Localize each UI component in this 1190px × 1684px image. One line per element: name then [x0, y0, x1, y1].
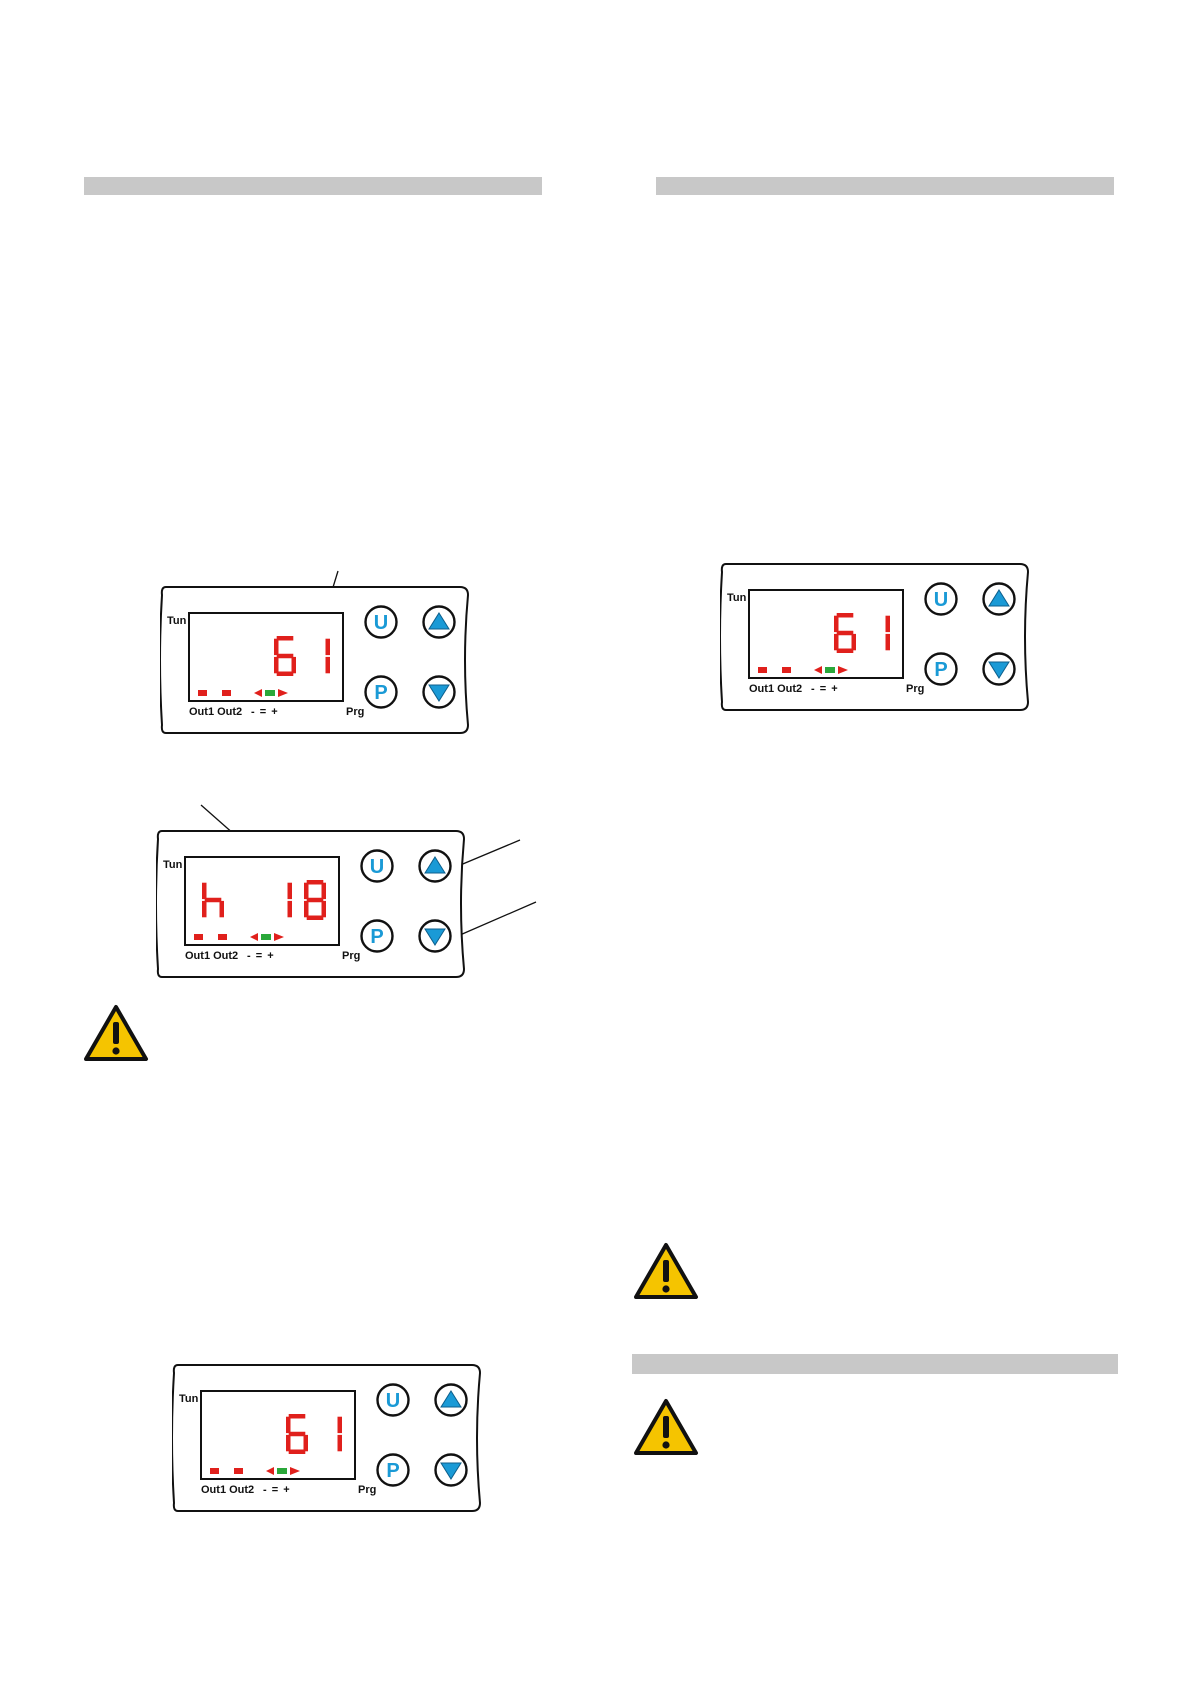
- p-button[interactable]: P: [360, 919, 394, 953]
- outputs-label: Out1 Out2: [749, 683, 803, 695]
- deviation-indicator: [814, 666, 848, 674]
- prg-label: Prg: [358, 1484, 377, 1496]
- out1-indicator: [198, 690, 207, 696]
- svg-text:P: P: [374, 682, 387, 704]
- controller-panel-1: Tun 61 Out1 Out2 - = + Prg U P: [160, 585, 470, 735]
- arrow-up-icon: [418, 849, 452, 887]
- outputs-label: Out1 Out2: [185, 950, 239, 962]
- outputs-label: Out1 Out2: [201, 1484, 255, 1496]
- led-display: 61: [200, 1390, 356, 1480]
- arrow-down-icon: [982, 652, 1016, 690]
- arrow-up-icon: [982, 582, 1016, 620]
- deviation-label: - = +: [811, 683, 839, 695]
- deviation-indicator: [250, 933, 284, 941]
- up-button[interactable]: [982, 582, 1016, 616]
- out2-indicator: [222, 690, 231, 696]
- up-button[interactable]: [434, 1383, 468, 1417]
- down-button[interactable]: [982, 652, 1016, 686]
- svg-text:P: P: [370, 926, 383, 948]
- u-button[interactable]: U: [376, 1383, 410, 1417]
- out1-indicator: [194, 934, 203, 940]
- up-button[interactable]: [418, 849, 452, 883]
- prg-label: Prg: [342, 950, 361, 962]
- p-button[interactable]: P: [364, 675, 398, 709]
- led-display: 61: [188, 612, 344, 702]
- deviation-label: - = +: [251, 706, 279, 718]
- deviation-indicator: [266, 1467, 300, 1475]
- controller-panel-3: Tun 61 Out1 Out2 - = + Prg U P: [172, 1363, 482, 1513]
- svg-text:P: P: [934, 659, 947, 681]
- deviation-label: - = +: [263, 1484, 291, 1496]
- svg-text:U: U: [934, 589, 948, 611]
- callout-line-up-button: [457, 839, 521, 867]
- out2-indicator: [234, 1468, 243, 1474]
- out1-indicator: [210, 1468, 219, 1474]
- u-button[interactable]: U: [360, 849, 394, 883]
- down-button[interactable]: [418, 919, 452, 953]
- u-button[interactable]: U: [364, 605, 398, 639]
- section-header-bar-left: [84, 177, 542, 195]
- warning-triangle-icon: [634, 1243, 698, 1299]
- controller-panel-4: Tun 61 Out1 Out2 - = + Prg U P: [720, 562, 1030, 712]
- warning-triangle-icon: [84, 1005, 148, 1061]
- out1-indicator: [758, 667, 767, 673]
- down-button[interactable]: [422, 675, 456, 709]
- tun-label: Tun: [727, 592, 747, 604]
- arrow-down-icon: [434, 1453, 468, 1491]
- controller-panel-2: Tun h 18 Out1 Out2 - = + Prg U P: [156, 829, 466, 979]
- arrow-up-icon: [434, 1383, 468, 1421]
- led-display: 61: [748, 589, 904, 679]
- out2-indicator: [218, 934, 227, 940]
- tun-label: Tun: [163, 859, 183, 871]
- section-header-bar-right: [656, 177, 1114, 195]
- tun-label: Tun: [167, 615, 187, 627]
- svg-text:U: U: [386, 1390, 400, 1412]
- up-button[interactable]: [422, 605, 456, 639]
- prg-label: Prg: [906, 683, 925, 695]
- svg-text:U: U: [374, 612, 388, 634]
- deviation-label: - = +: [247, 950, 275, 962]
- prg-label: Prg: [346, 706, 365, 718]
- outputs-label: Out1 Out2: [189, 706, 243, 718]
- callout-line-down-button: [459, 901, 537, 936]
- arrow-down-icon: [418, 919, 452, 957]
- led-display: h 18: [184, 856, 340, 946]
- p-button[interactable]: P: [376, 1453, 410, 1487]
- u-button[interactable]: U: [924, 582, 958, 616]
- p-button[interactable]: P: [924, 652, 958, 686]
- deviation-indicator: [254, 689, 288, 697]
- tun-label: Tun: [179, 1393, 199, 1405]
- arrow-down-icon: [422, 675, 456, 713]
- svg-text:P: P: [386, 1460, 399, 1482]
- down-button[interactable]: [434, 1453, 468, 1487]
- section-header-bar-bottom: [632, 1354, 1118, 1374]
- out2-indicator: [782, 667, 791, 673]
- warning-triangle-icon: [634, 1399, 698, 1455]
- arrow-up-icon: [422, 605, 456, 643]
- svg-text:U: U: [370, 856, 384, 878]
